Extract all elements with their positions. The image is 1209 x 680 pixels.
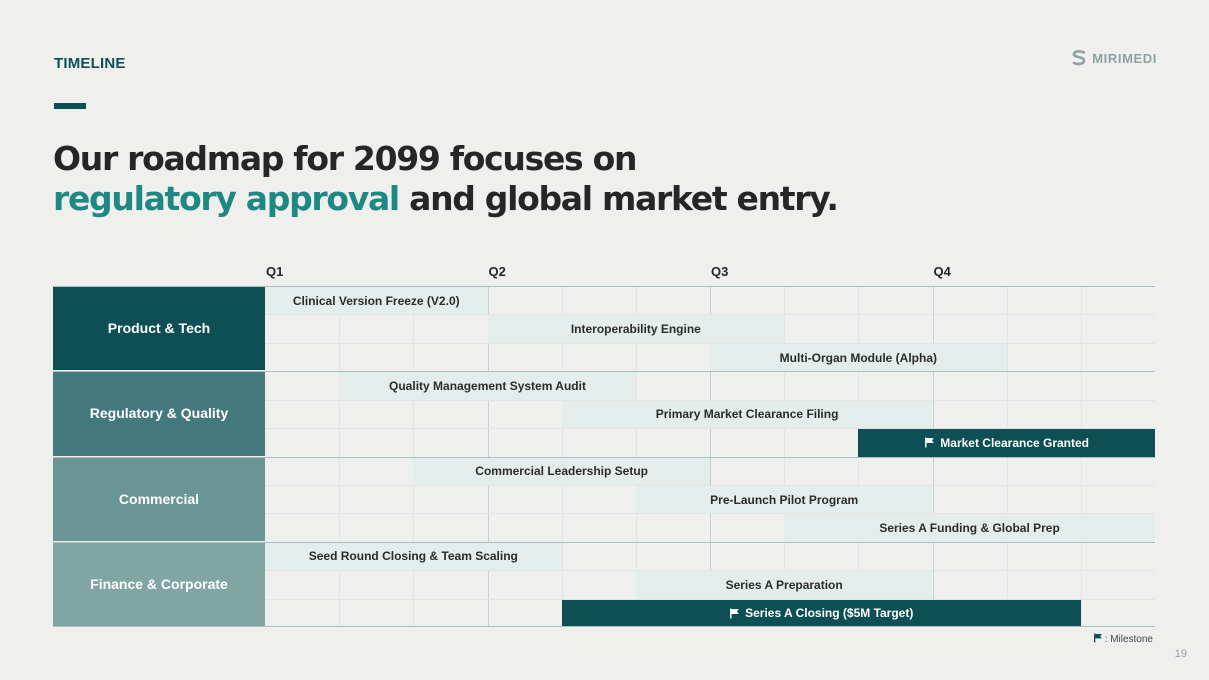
- grid-row-line: [265, 570, 1155, 572]
- task-label: Interoperability Engine: [570, 322, 701, 337]
- task-bar: Seed Round Closing & Team Scaling: [265, 542, 562, 571]
- flag-icon: [1093, 633, 1103, 646]
- grid-column-line: [1080, 286, 1082, 627]
- board-bottom-line: [53, 626, 1155, 627]
- quarter-label: Q2: [488, 264, 506, 279]
- task-label: Series A Preparation: [725, 577, 843, 592]
- flag-icon: [729, 608, 740, 619]
- grid-column-line: [561, 286, 563, 627]
- task-label: Series A Funding & Global Prep: [879, 521, 1060, 536]
- task-label: Commercial Leadership Setup: [475, 464, 649, 479]
- grid-column-line: [339, 286, 341, 627]
- title-rest: and global market entry.: [398, 179, 839, 218]
- page-title: Our roadmap for 2099 focuses on regulato…: [53, 139, 953, 219]
- task-label: Multi-Organ Module (Alpha): [779, 350, 937, 365]
- quarter-label: Q1: [266, 264, 284, 279]
- task-bar: Interoperability Engine: [487, 315, 785, 343]
- grid-row-line: [53, 541, 1155, 543]
- category-label: Commercial: [53, 456, 265, 541]
- grid-column-line: [1006, 286, 1008, 627]
- quarter-label: Q4: [933, 264, 951, 279]
- title-line-1: Our roadmap for 2099 focuses on: [53, 139, 637, 178]
- company-logo: MIRIMEDI: [1072, 50, 1157, 66]
- section-label: TIMELINE: [54, 55, 126, 72]
- grid-row-line: [265, 513, 1155, 515]
- task-bar: Pre-Launch Pilot Program: [635, 485, 933, 514]
- task-bar: Series A Preparation: [635, 571, 933, 599]
- grid-column-line: [858, 286, 860, 627]
- grid-row-line: [265, 399, 1155, 401]
- category-label: Regulatory & Quality: [53, 371, 265, 456]
- flag-icon: [924, 437, 935, 448]
- legend-label: : Milestone: [1104, 634, 1153, 645]
- milestone-bar: Series A Closing ($5M Target): [561, 599, 1081, 628]
- task-bar: Commercial Leadership Setup: [413, 457, 710, 485]
- milestone-legend: : Milestone: [1093, 633, 1153, 646]
- task-label: Clinical Version Freeze (V2.0): [292, 293, 460, 308]
- task-label: Market Clearance Granted: [940, 435, 1090, 450]
- timeline-grid: Clinical Version Freeze (V2.0) Interopera…: [53, 286, 1155, 628]
- accent-bar: [54, 103, 86, 109]
- quarter-header: Q1 Q2 Q3 Q4: [0, 264, 1209, 282]
- logo-text: MIRIMEDI: [1092, 50, 1157, 66]
- board-top-line: [53, 286, 1155, 287]
- task-label: Primary Market Clearance Filing: [655, 407, 839, 422]
- task-label: Seed Round Closing & Team Scaling: [308, 549, 518, 564]
- task-label: Pre-Launch Pilot Program: [710, 492, 859, 507]
- grid-column-line: [487, 286, 489, 627]
- grid-row-line: [53, 456, 1155, 458]
- grid-row-line: [265, 314, 1155, 316]
- task-bar: Primary Market Clearance Filing: [561, 400, 933, 429]
- category-label: Finance & Corporate: [53, 541, 265, 628]
- task-bar: Series A Funding & Global Prep: [784, 514, 1155, 542]
- grid-column-line: [932, 286, 934, 627]
- grid-column-line: [413, 286, 415, 627]
- grid-row-line: [265, 484, 1155, 486]
- task-bar: Multi-Organ Module (Alpha): [710, 343, 1007, 372]
- title-highlight: regulatory approval: [53, 179, 400, 218]
- task-bar: Quality Management System Audit: [339, 372, 636, 400]
- grid-row-line: [53, 371, 1155, 373]
- category-label: Product & Tech: [53, 286, 265, 371]
- milestone-bar: Market Clearance Granted: [858, 429, 1155, 457]
- grid-row-line: [265, 342, 1155, 344]
- title-line-2: regulatory approval and global market en…: [53, 179, 953, 219]
- page-number: 19: [1174, 648, 1187, 660]
- task-label: Quality Management System Audit: [389, 378, 586, 393]
- grid-column-line: [635, 286, 637, 627]
- quarter-label: Q3: [711, 264, 729, 279]
- grid-column-line: [784, 286, 786, 627]
- task-label: Series A Closing ($5M Target): [745, 606, 914, 621]
- grid-row-line: [265, 428, 1155, 430]
- grid-column-line: [710, 286, 711, 627]
- grid-row-line: [265, 598, 1155, 600]
- logo-icon: [1072, 50, 1086, 66]
- task-bar: Clinical Version Freeze (V2.0): [265, 287, 488, 315]
